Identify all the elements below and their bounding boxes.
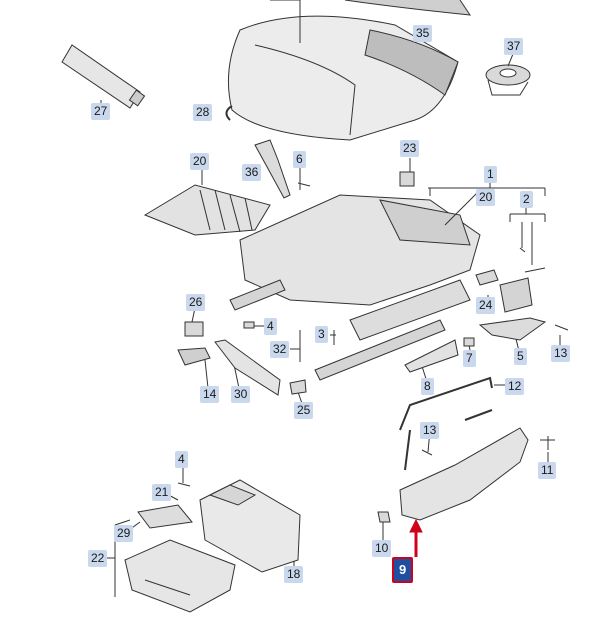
callout-label: 37: [504, 38, 524, 55]
bolt-part: [554, 324, 569, 331]
callout-label: 22: [88, 550, 108, 567]
clip-part: [421, 449, 433, 456]
callout-label: 20: [190, 153, 210, 170]
screw-part: [519, 247, 546, 273]
callout-label: 35: [413, 25, 433, 42]
callout-label: 8: [421, 378, 434, 395]
cap-part: [184, 321, 204, 337]
seat-frame-part: [229, 194, 481, 381]
trim-part: [404, 339, 459, 373]
callout-label: 12: [505, 378, 525, 395]
callout-label: 29: [114, 525, 134, 542]
callout-label: 36: [242, 164, 262, 181]
callout-label: 4: [264, 318, 277, 335]
callout-label: 13: [420, 422, 440, 439]
bracket-part: [399, 171, 415, 187]
highlight-arrow: [409, 518, 423, 557]
callout-label: 13: [551, 345, 571, 362]
leader-lines: [100, 0, 561, 597]
callout-label: 26: [186, 294, 206, 311]
callout-label: 23: [400, 140, 420, 157]
callout-label: 2: [520, 191, 533, 208]
rod-part: [399, 376, 493, 471]
motor-part: [485, 64, 531, 96]
bolt-part: [297, 180, 311, 190]
rail-part: [214, 339, 281, 396]
callout-label: 14: [200, 386, 220, 403]
callout-label: 32: [270, 341, 290, 358]
seat-mat-part: [143, 184, 271, 236]
callout-label: 7: [463, 350, 476, 367]
callout-label: 3: [315, 326, 328, 343]
callout-label: 20: [476, 189, 496, 206]
callout-label: 30: [231, 386, 251, 403]
bracket-part: [499, 277, 533, 313]
callout-label: 28: [193, 104, 213, 121]
callout-label: 21: [152, 484, 172, 501]
callout-label: 5: [514, 348, 527, 365]
clip-part: [463, 337, 475, 347]
grease-tube-part: [61, 44, 146, 109]
clip-part: [475, 269, 499, 286]
clip-part: [243, 321, 255, 329]
side-panel-part: [399, 427, 529, 521]
callout-label: 25: [294, 402, 314, 419]
belt-buckle-part: [254, 139, 291, 199]
callout-label: 24: [476, 297, 496, 314]
callout-label: 4: [175, 451, 188, 468]
handle-part: [177, 347, 211, 366]
clip-part: [540, 436, 555, 450]
storage-drawer-part: [124, 479, 301, 613]
callout-label: 10: [372, 540, 392, 557]
callout-label: 27: [91, 103, 111, 120]
callout-label: 1: [484, 166, 497, 183]
clip-part: [377, 511, 391, 523]
clip-part: [289, 379, 307, 395]
clip-part: [225, 105, 233, 121]
callout-label: 6: [293, 151, 306, 168]
seat-cushion-part: [227, 0, 472, 141]
lever-part: [478, 317, 547, 341]
callout-label: 11: [538, 462, 557, 479]
highlighted-part-label: 9: [392, 557, 414, 583]
callout-label: 18: [284, 566, 304, 583]
